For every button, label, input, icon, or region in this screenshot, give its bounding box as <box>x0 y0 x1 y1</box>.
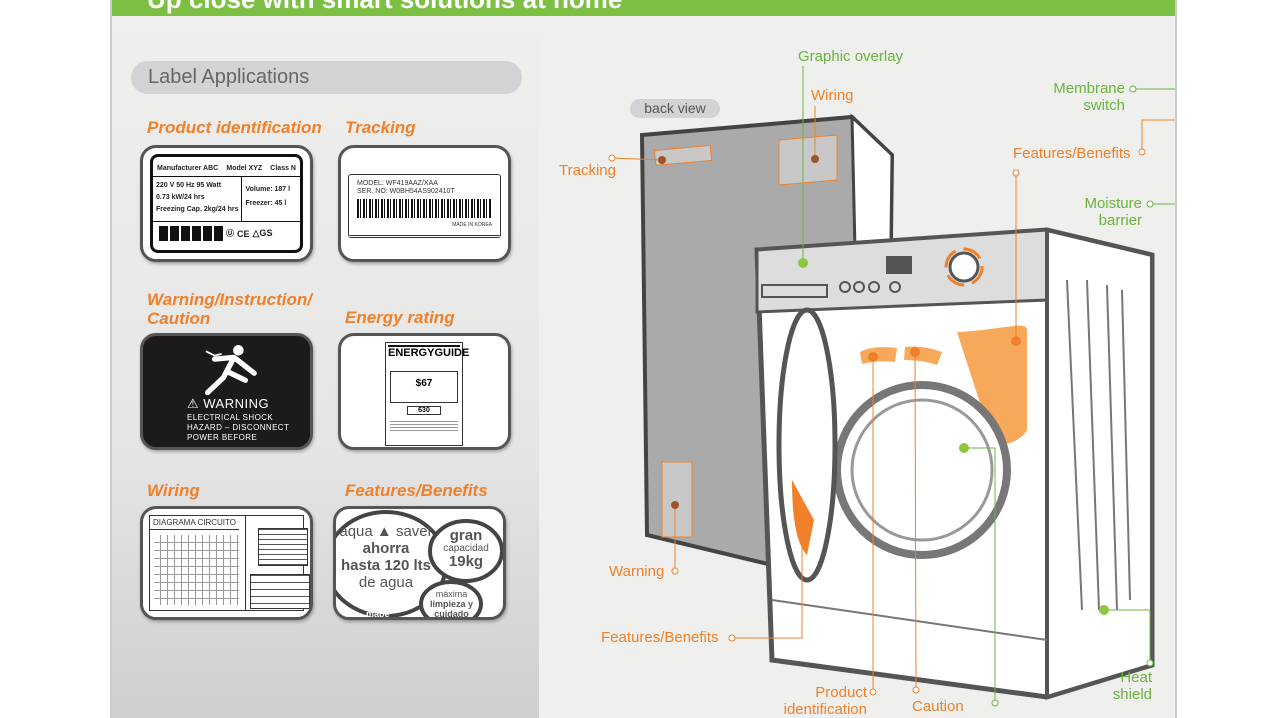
callout-product-identification: Product identification <box>783 684 867 718</box>
warning-text: HAZARD – DISCONNECT <box>187 423 290 432</box>
aqua-text: aqua <box>339 523 373 540</box>
liters-text: hasta 120 lts <box>340 557 432 574</box>
origin: MADE IN KOREA <box>452 222 492 228</box>
electric-shock-icon <box>204 345 257 396</box>
product-id-label: Manufacturer ABC Model XYZ Class N 220 V 5… <box>140 145 313 262</box>
tracking-model: MODEL: WF419AAZ/XAA <box>357 180 438 187</box>
maxima-text: máxima <box>435 589 468 599</box>
wiring-area <box>778 134 838 186</box>
energyguide-title: ENERGYGUIDE <box>388 345 470 359</box>
features-area <box>957 325 1027 445</box>
tracking-area <box>653 144 713 166</box>
gran-text: gran <box>449 527 483 544</box>
brand-logo: mabe <box>366 609 390 619</box>
label-title-wiring: Wiring <box>147 481 200 500</box>
freezing-capacity: Freezing Cap. 2kg/24 hrs <box>156 206 239 213</box>
callout-moisture-barrier: Moisture barrier <box>1084 195 1142 229</box>
callout-membrane-switch: Membrane switch <box>1053 80 1125 114</box>
washer-illustration <box>608 66 1175 707</box>
section-heading: Label Applications <box>131 61 522 94</box>
label-title-warning: Warning/Instruction/ Caution <box>147 290 312 328</box>
cuidado-text: cuidado <box>434 609 469 619</box>
energy-rating-label: ENERGYGUIDE $67 630 <box>338 333 511 450</box>
label-title-energy: Energy rating <box>345 308 455 327</box>
banner: Up close with smart solutions at home <box>112 0 1175 16</box>
specs: 220 V 50 Hz 95 Watt <box>156 182 222 189</box>
warning-heading: ⚠ WARNING <box>187 396 270 411</box>
features-artwork <box>336 510 503 617</box>
model: Model XYZ <box>226 165 263 172</box>
class: Class N <box>270 165 296 172</box>
volume: Volume: 187 l <box>245 186 291 193</box>
banner-title: Up close with smart solutions at home <box>147 0 622 15</box>
freezer: Freezer: 45 l <box>245 200 287 207</box>
ce-mark: CE <box>237 228 250 239</box>
callout-features-top: Features/Benefits <box>1013 145 1131 162</box>
tracking-serial: SER. NO: W0BH54AS902410T <box>357 188 455 195</box>
callout-graphic-overlay: Graphic overlay <box>798 48 904 65</box>
label-title-features: Features/Benefits <box>345 481 488 500</box>
kg-text: 19kg <box>448 553 484 570</box>
circuit-diagram-icon <box>154 535 239 605</box>
limpieza-text: limpieza y <box>429 599 474 609</box>
features-benefits-label: aqua ▲ saver ahorra hasta 120 lts de agu… <box>333 506 506 620</box>
callout-wiring: Wiring <box>811 87 854 104</box>
energy-use: 0.73 kW/24 hrs <box>156 194 205 201</box>
energy-cost: $67 <box>390 371 458 403</box>
saver-text: saver <box>395 523 433 540</box>
wiring-diagram-title: DIAGRAMA CIRCUITO <box>150 516 239 530</box>
wiring-label: DIAGRAMA CIRCUITO <box>140 506 313 620</box>
label-title-tracking: Tracking <box>345 118 416 137</box>
warning-area <box>661 461 693 538</box>
callout-tracking: Tracking <box>559 162 616 179</box>
de-agua-text: de agua <box>358 574 414 591</box>
poster: Up close with smart solutions at home La… <box>110 0 1177 718</box>
tracking-label: MODEL: WF419AAZ/XAA SER. NO: W0BH54AS902… <box>338 145 511 262</box>
callout-features-bottom: Features/Benefits <box>601 629 719 646</box>
barcode-icon <box>159 226 223 241</box>
manufacturer: Manufacturer ABC <box>157 165 219 172</box>
capacidad-text: capacidad <box>443 543 489 554</box>
warning-text: ELECTRICAL SHOCK <box>187 413 274 422</box>
warning-text: POWER BEFORE <box>187 433 258 442</box>
callout-heat-shield: Heat shield <box>1112 669 1152 703</box>
back-view-tag: back view <box>630 99 720 118</box>
callout-caution: Caution <box>912 698 964 715</box>
ahorra-text: ahorra <box>362 540 410 557</box>
drop-icon: ▲ <box>376 523 392 540</box>
energy-kwh: 630 <box>407 406 441 415</box>
label-title-product-identification: Product identification <box>147 118 322 137</box>
barcode-icon <box>357 199 492 218</box>
ul-mark-icon: Ⓤ <box>226 229 234 238</box>
gs-mark-icon: △GS <box>252 228 273 238</box>
callout-warning: Warning <box>609 563 665 580</box>
